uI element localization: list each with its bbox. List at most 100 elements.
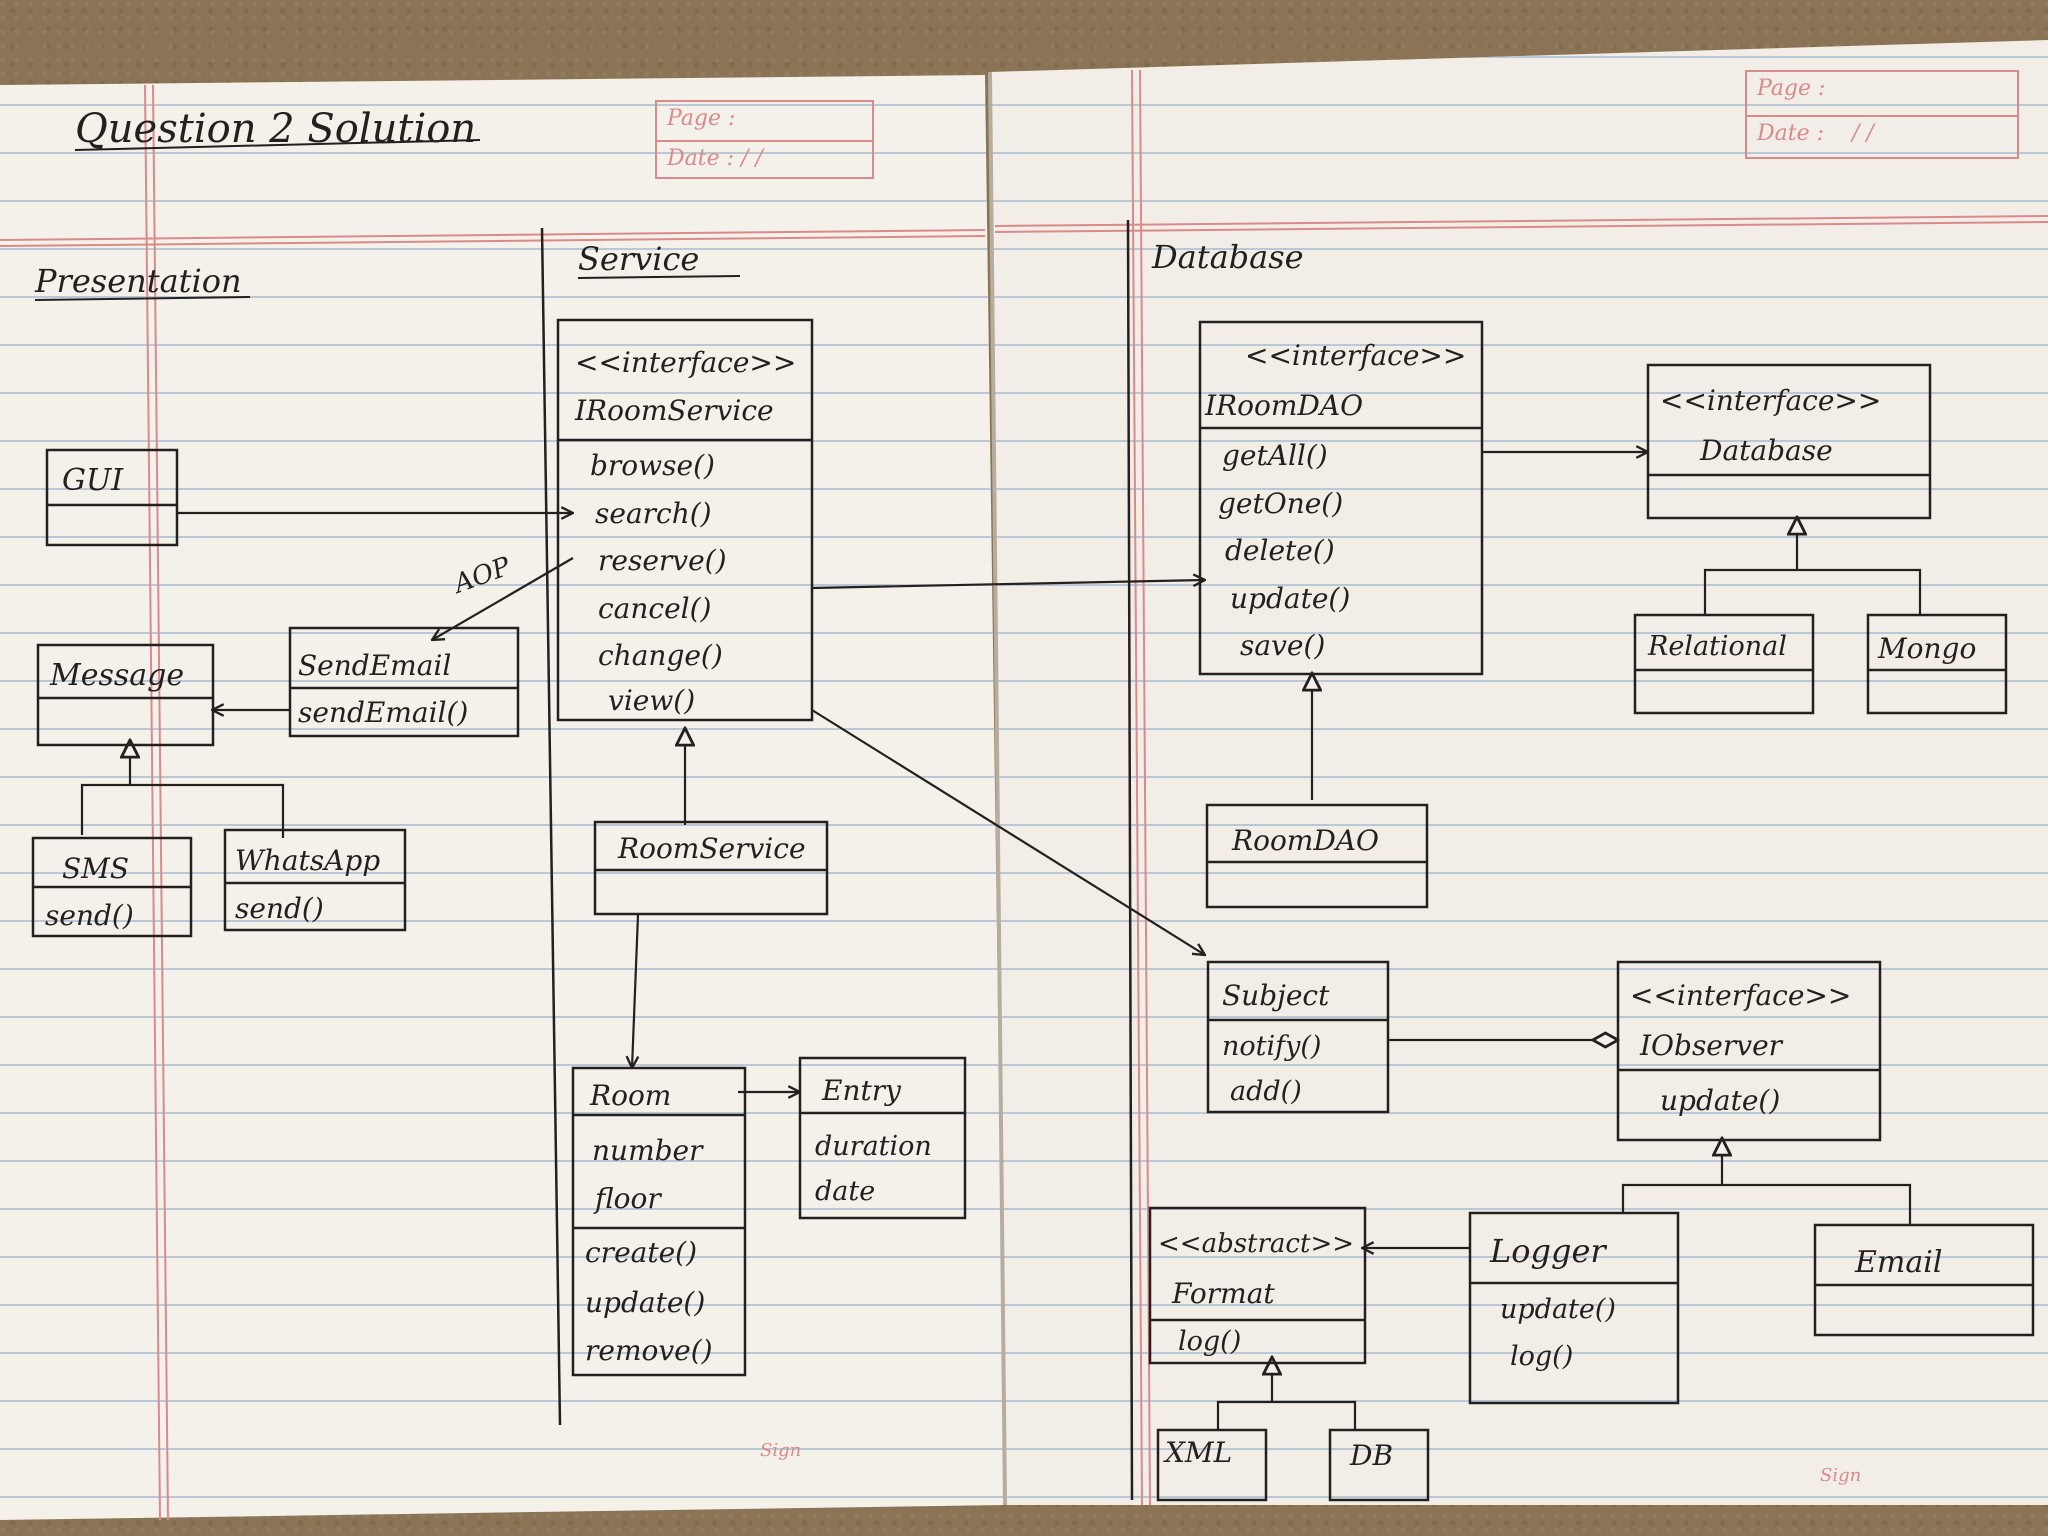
- iroomdao-method-3: update(): [1230, 582, 1350, 615]
- iroomservice-method-0: browse(): [590, 449, 715, 482]
- room-attr-0: number: [592, 1134, 704, 1167]
- iroomdao-method-0: getAll(): [1222, 439, 1328, 472]
- sms-method: send(): [45, 899, 134, 932]
- sendemail-name: SendEmail: [298, 649, 451, 682]
- entry-attr-0: duration: [815, 1131, 932, 1162]
- roomdao-name: RoomDAO: [1231, 824, 1379, 857]
- format-stereotype: <<abstract>>: [1158, 1229, 1354, 1259]
- layer-separators: [540, 219, 1134, 1501]
- class-iroomdao: [1198, 320, 1484, 676]
- layer-title-presentation: Presentation: [34, 262, 242, 300]
- page-date-box-left: Page : Date : / /: [655, 100, 874, 179]
- format-method-0: log(): [1178, 1326, 1241, 1357]
- class-format: [1148, 1206, 1367, 1365]
- class-email: [1813, 1223, 2035, 1337]
- room-method-0: create(): [585, 1236, 697, 1269]
- iroomservice-method-5: view(): [608, 684, 695, 717]
- class-mongo: [1866, 613, 2008, 715]
- entry-name: Entry: [821, 1074, 902, 1107]
- class-message: [36, 643, 215, 747]
- class-subject: [1206, 960, 1390, 1114]
- format-name: Format: [1171, 1277, 1275, 1310]
- iroomservice-method-4: change(): [598, 639, 723, 672]
- iroomdao-method-4: save(): [1240, 629, 1325, 662]
- layer-title-service: Service: [578, 240, 699, 278]
- mongo-name: Mongo: [1877, 632, 1976, 665]
- subject-method-1: add(): [1230, 1076, 1302, 1107]
- database-name: Database: [1699, 434, 1833, 467]
- message-generalization-line: [80, 783, 285, 838]
- room-attr-1: floor: [593, 1182, 662, 1215]
- class-boxes: [31, 318, 2035, 1502]
- whatsapp-name: WhatsApp: [235, 844, 380, 877]
- class-database: [1646, 363, 1932, 520]
- database-generalization-line: [1703, 568, 1922, 615]
- xml-name: XML: [1163, 1436, 1232, 1469]
- roomservice-name: RoomService: [617, 832, 806, 865]
- iroomservice-name: IRoomService: [574, 394, 774, 427]
- logger-method-0: update(): [1500, 1294, 1616, 1325]
- class-logger: [1468, 1211, 1680, 1405]
- email-name: Email: [1854, 1245, 1942, 1280]
- sendemail-method: sendEmail(): [298, 696, 468, 729]
- db-name: DB: [1349, 1439, 1393, 1472]
- iobserver-method-0: update(): [1660, 1084, 1780, 1117]
- iroomservice-to-subject-arrow: [811, 709, 1205, 955]
- room-method-1: update(): [585, 1286, 705, 1319]
- margin-lines: [0, 69, 2048, 1521]
- class-whatsapp: [223, 828, 407, 932]
- sign-label-right: Sign: [1820, 1465, 1862, 1486]
- database-stereotype: <<interface>>: [1660, 384, 1881, 417]
- left-page: [0, 75, 1005, 1520]
- iroomdao-method-1: getOne(): [1218, 487, 1343, 520]
- class-room: [571, 1066, 747, 1377]
- aop-arrow: [432, 557, 574, 640]
- class-texts: GUI Message SendEmail sendEmail() SMS se…: [45, 339, 1976, 1472]
- class-roomservice: [593, 820, 829, 916]
- entry-attr-1: date: [815, 1176, 875, 1207]
- relationships: [80, 452, 1922, 1430]
- iroomdao-method-2: delete(): [1225, 534, 1335, 567]
- class-xml: [1156, 1428, 1268, 1502]
- class-relational: [1633, 613, 1815, 715]
- iobserver-name: IObserver: [1639, 1029, 1784, 1062]
- subject-method-0: notify(): [1222, 1031, 1321, 1062]
- page-date-box-right: Page : Date : / /: [1745, 70, 2019, 159]
- iroomservice-to-iroomdao-arrow: [811, 580, 1205, 590]
- roomservice-to-room-arrow: [632, 914, 638, 1068]
- iroomdao-stereotype: <<interface>>: [1245, 339, 1466, 372]
- date-label-right: Date : / /: [1747, 114, 2017, 158]
- page-label-right: Page :: [1757, 76, 1826, 101]
- iroomservice-method-3: cancel(): [598, 592, 711, 625]
- iobserver-stereotype: <<interface>>: [1630, 979, 1851, 1012]
- format-generalization-line: [1216, 1400, 1357, 1430]
- class-db: [1328, 1428, 1430, 1502]
- gui-name: GUI: [62, 463, 124, 498]
- class-roomdao: [1205, 803, 1429, 909]
- iroomdao-name: IRoomDAO: [1204, 389, 1363, 422]
- page-spine: [988, 71, 1007, 1506]
- whatsapp-method: send(): [235, 892, 324, 925]
- relational-name: Relational: [1647, 631, 1787, 662]
- iroomservice-method-1: search(): [595, 497, 712, 530]
- room-name: Room: [589, 1079, 671, 1112]
- subject-name: Subject: [1222, 979, 1330, 1012]
- sms-name: SMS: [62, 852, 129, 885]
- message-name: Message: [49, 658, 184, 693]
- room-method-2: remove(): [585, 1334, 713, 1367]
- class-entry: [798, 1056, 967, 1220]
- date-label-left: Date : / /: [657, 139, 872, 178]
- sign-label-left: Sign: [760, 1440, 802, 1461]
- class-gui: [45, 448, 179, 547]
- class-iroomservice: [556, 318, 814, 722]
- iroomservice-stereotype: <<interface>>: [575, 346, 796, 379]
- layer-title-database: Database: [1151, 238, 1304, 276]
- observer-generalization-line: [1621, 1183, 1912, 1225]
- page-label-left: Page :: [667, 106, 736, 131]
- logger-method-1: log(): [1510, 1341, 1573, 1372]
- class-iobserver: [1616, 960, 1882, 1142]
- class-sendemail: [288, 626, 520, 738]
- logger-name: Logger: [1489, 1232, 1607, 1270]
- iroomservice-method-2: reserve(): [598, 544, 727, 577]
